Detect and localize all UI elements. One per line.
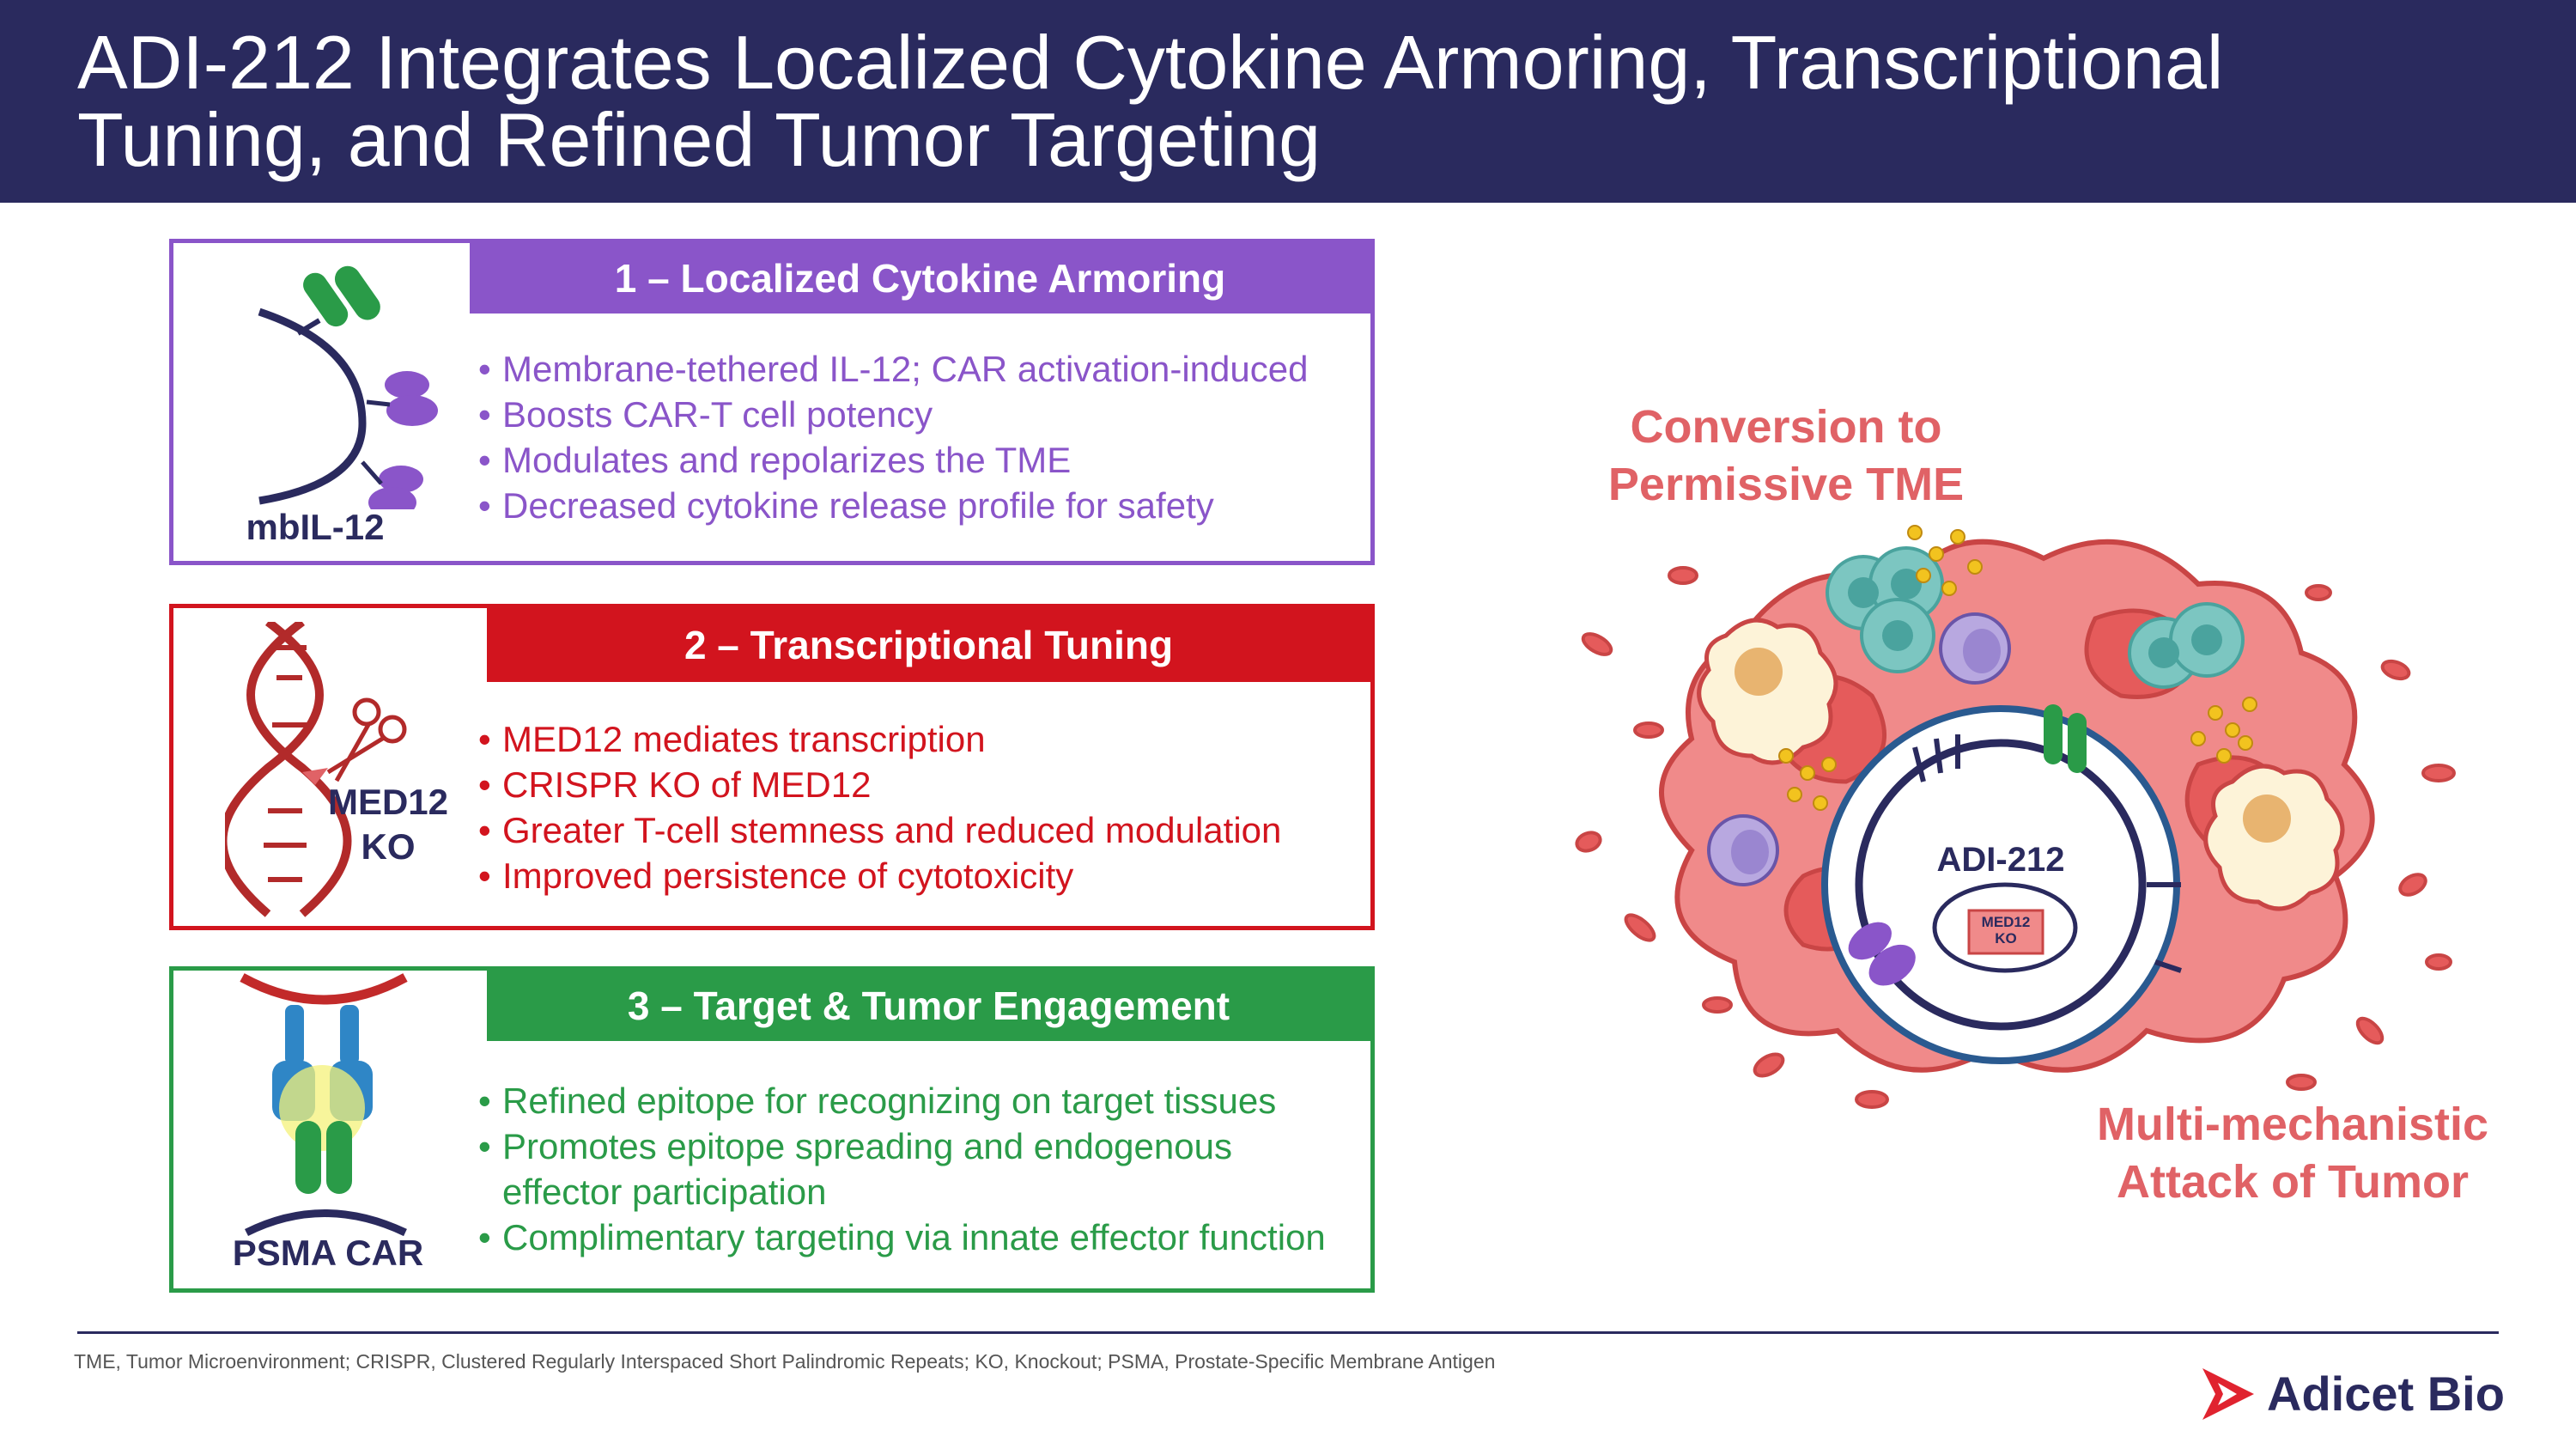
bullet-item: Complimentary targeting via innate effec… <box>478 1215 1326 1260</box>
tumor-microenvironment-illustration <box>1575 525 2456 1109</box>
cytokine-armoring-card: 1 – Localized Cytokine Armoring mbIL-12 … <box>169 239 1375 565</box>
psma-car-icon <box>240 973 408 1237</box>
card-caption: 1 – Localized Cytokine Armoring <box>470 243 1370 314</box>
bullet-item: Greater T-cell stemness and reduced modu… <box>478 807 1281 853</box>
adicet-logo-icon <box>2202 1368 2254 1420</box>
med12-ko-label-line1: MED12 <box>327 782 449 822</box>
conversion-tme-label-line1: Conversion to <box>1630 401 1942 453</box>
nucleus-label-line2: KO <box>1995 930 2017 947</box>
slide-title-line1: ADI-212 Integrates Localized Cytokine Ar… <box>77 20 2224 105</box>
bullet-item: Decreased cytokine release profile for s… <box>478 483 1308 528</box>
bullet-item: Promotes epitope spreading and endogenou… <box>478 1123 1292 1215</box>
conversion-tme-label: Conversion to Permissive TME <box>1563 399 2009 514</box>
bullet-item: MED12 mediates transcription <box>478 716 1281 762</box>
mbil12-receptor-icon <box>258 265 438 509</box>
mbil12-label: mbIL-12 <box>246 507 385 547</box>
card-caption: 2 – Transcriptional Tuning <box>487 608 1370 682</box>
psma-car-label: PSMA CAR <box>232 1233 424 1273</box>
multi-mechanistic-label-line2: Attack of Tumor <box>2116 1156 2469 1208</box>
bullet-item: Membrane-tethered IL-12; CAR activation-… <box>478 346 1308 392</box>
title-bar: ADI-212 Integrates Localized Cytokine Ar… <box>0 0 2576 203</box>
bullet-item: CRISPR KO of MED12 <box>478 762 1281 807</box>
tumor-engagement-card: 3 – Target & Tumor Engagement PSMA CAR R… <box>169 966 1375 1293</box>
bullet-item: Modulates and repolarizes the TME <box>478 437 1308 483</box>
card-caption: 3 – Target & Tumor Engagement <box>487 971 1370 1041</box>
med12-ko-label-line2: KO <box>361 826 416 867</box>
transcriptional-tuning-bullets: MED12 mediates transcription CRISPR KO o… <box>478 716 1281 898</box>
adi212-label: ADI-212 <box>1936 841 2065 879</box>
multi-mechanistic-label-line1: Multi-mechanistic <box>2096 1099 2489 1150</box>
conversion-tme-label-line2: Permissive TME <box>1607 459 1965 510</box>
med12-ko-label: MED12 KO <box>315 780 461 869</box>
bullet-item: Refined epitope for recognizing on targe… <box>478 1078 1326 1123</box>
bullet-item: Improved persistence of cytotoxicity <box>478 853 1281 898</box>
footer-rule <box>77 1331 2499 1334</box>
slide-title-line2: Tuning, and Refined Tumor Targeting <box>77 97 1321 182</box>
nucleus-label-line1: MED12 <box>1981 914 2031 930</box>
dna-scissors-icon <box>225 622 407 917</box>
tumor-engagement-bullets: Refined epitope for recognizing on targe… <box>478 1078 1326 1260</box>
transcriptional-tuning-card: 2 – Transcriptional Tuning MED12 KO MED1… <box>169 604 1375 930</box>
brand-name: Adicet Bio <box>2267 1367 2505 1421</box>
footnote: TME, Tumor Microenvironment; CRISPR, Clu… <box>74 1350 1496 1373</box>
multi-mechanistic-label: Multi-mechanistic Attack of Tumor <box>2061 1096 2524 1211</box>
nucleus-label: MED12 KO <box>1969 914 2043 947</box>
slide-title: ADI-212 Integrates Localized Cytokine Ar… <box>77 24 2524 179</box>
cytokine-armoring-bullets: Membrane-tethered IL-12; CAR activation-… <box>478 346 1308 528</box>
bullet-item: Boosts CAR-T cell potency <box>478 392 1308 437</box>
